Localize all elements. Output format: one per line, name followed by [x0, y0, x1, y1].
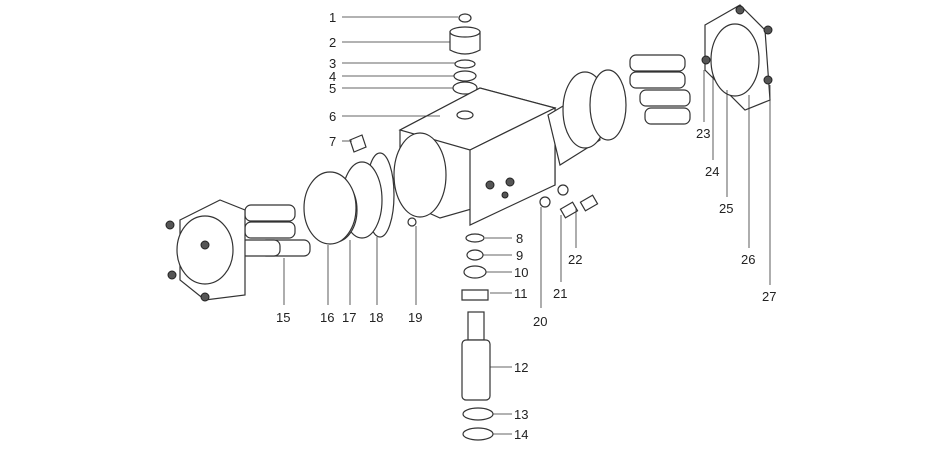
callout-11: 11	[514, 286, 528, 301]
callout-21: 21	[553, 286, 567, 301]
left-end-assembly	[165, 134, 417, 302]
springs-left	[239, 204, 311, 257]
callout-22: 22	[568, 252, 582, 267]
indicator-assembly	[449, 13, 481, 95]
callout-5: 5	[329, 81, 336, 96]
right-end-assembly	[547, 4, 773, 166]
callout-25: 25	[719, 201, 733, 216]
callout-1: 1	[329, 10, 336, 25]
callout-2: 2	[329, 35, 336, 50]
callout-10: 10	[514, 265, 528, 280]
leader-lines	[283, 16, 771, 435]
callout-4: 4	[329, 69, 336, 84]
callout-16: 16	[320, 310, 334, 325]
callout-15: 15	[276, 310, 290, 325]
callout-17: 17	[342, 310, 356, 325]
callout-20: 20	[533, 314, 547, 329]
callout-13: 13	[514, 407, 528, 422]
callout-27: 27	[762, 289, 776, 304]
callout-6: 6	[329, 109, 336, 124]
callout-labels: 1 2 3 4 5 6 7 8 9 10 11 12 13 14 15 16 1…	[276, 10, 776, 442]
callout-12: 12	[514, 360, 528, 375]
callout-14: 14	[514, 427, 528, 442]
callout-23: 23	[696, 126, 710, 141]
callout-19: 19	[408, 310, 422, 325]
callout-24: 24	[705, 164, 719, 179]
callout-8: 8	[516, 231, 523, 246]
callout-26: 26	[741, 252, 755, 267]
callout-9: 9	[516, 248, 523, 263]
pinion-assembly	[461, 233, 494, 441]
plugs	[539, 184, 599, 219]
callout-3: 3	[329, 56, 336, 71]
callout-7: 7	[329, 134, 336, 149]
callout-18: 18	[369, 310, 383, 325]
actuator-body	[393, 87, 557, 226]
